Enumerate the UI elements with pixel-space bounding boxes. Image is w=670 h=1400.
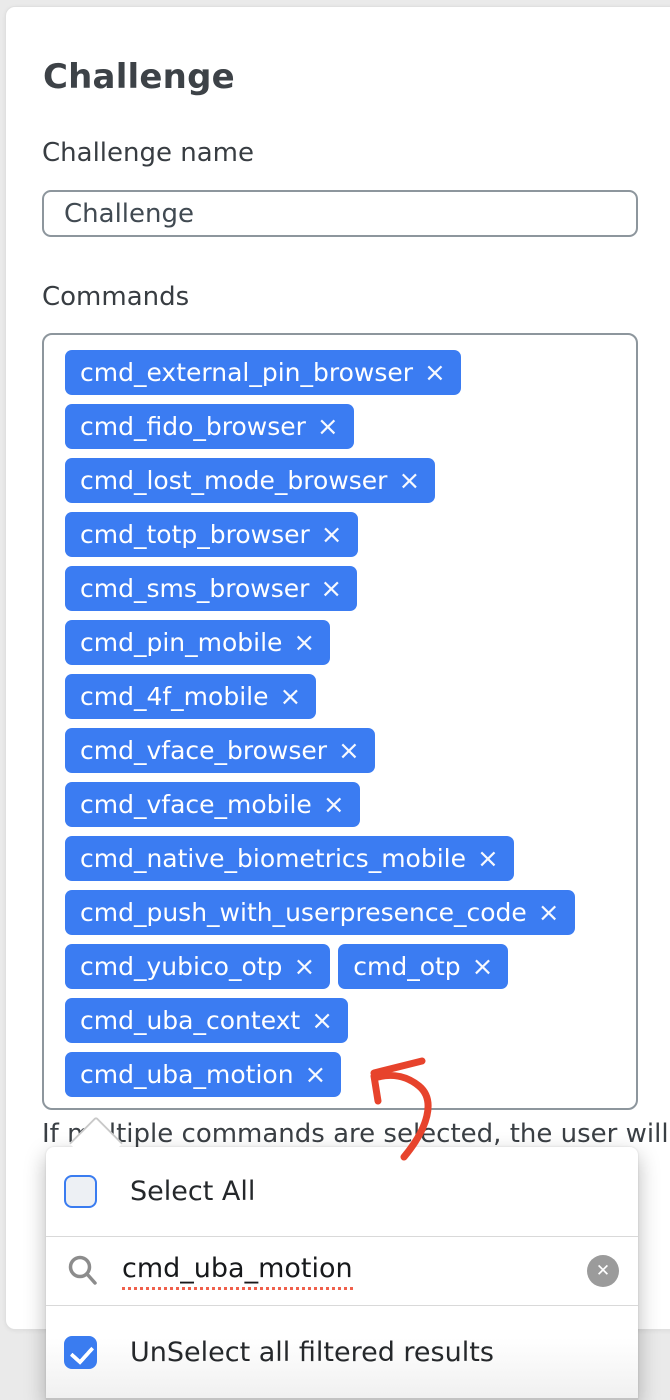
command-tag-label: cmd_fido_browser (80, 412, 306, 441)
command-tag-label: cmd_totp_browser (80, 520, 310, 549)
tag-row: cmd_native_biometrics_mobile × (65, 836, 624, 881)
command-tag: cmd_totp_browser × (65, 512, 358, 557)
command-tag: cmd_fido_browser × (65, 404, 354, 449)
command-tag: cmd_uba_context × (65, 998, 349, 1043)
select-all-checkbox[interactable] (64, 1175, 97, 1208)
remove-tag-icon[interactable]: × (311, 1005, 334, 1036)
tag-row: cmd_4f_mobile × (65, 674, 624, 719)
remove-tag-icon[interactable]: × (424, 357, 446, 388)
command-tag: cmd_lost_mode_browser × (65, 458, 436, 503)
remove-tag-icon[interactable]: × (320, 519, 343, 550)
command-tag-label: cmd_yubico_otp (80, 952, 283, 981)
remove-tag-icon[interactable]: × (293, 627, 316, 658)
remove-tag-icon[interactable]: × (293, 951, 316, 982)
challenge-name-input[interactable] (42, 190, 638, 237)
remove-tag-icon[interactable]: × (304, 1059, 327, 1090)
remove-tag-icon[interactable]: × (316, 411, 339, 442)
command-tag-label: cmd_uba_context (80, 1006, 301, 1035)
remove-tag-icon[interactable]: × (338, 735, 360, 766)
tag-row: cmd_totp_browser × (65, 512, 624, 557)
command-tag: cmd_sms_browser × (65, 566, 358, 611)
command-tag-label: cmd_native_biometrics_mobile (80, 844, 466, 873)
tag-row: cmd_vface_browser × (65, 728, 624, 773)
divider (46, 1305, 638, 1306)
select-all-label: Select All (130, 1176, 256, 1207)
tag-row: cmd_yubico_otp × cmd_otp × (65, 944, 624, 989)
tag-row: cmd_uba_motion × (65, 1052, 624, 1097)
tag-row: cmd_pin_mobile × (65, 620, 624, 665)
search-icon (68, 1255, 97, 1285)
unselect-filtered-row[interactable]: UnSelect all filtered results (46, 1306, 638, 1398)
commands-tag-rows: cmd_external_pin_browser×cmd_fido_browse… (65, 350, 624, 1097)
command-tag: cmd_native_biometrics_mobile × (65, 836, 514, 881)
remove-tag-icon[interactable]: × (537, 897, 560, 928)
command-tag-label: cmd_lost_mode_browser (80, 466, 388, 495)
command-tag: cmd_yubico_otp × (65, 944, 331, 989)
clear-icon: ✕ (595, 1261, 611, 1281)
page-title: Challenge (43, 56, 235, 97)
commands-label: Commands (42, 282, 190, 312)
unselect-filtered-checkbox[interactable] (64, 1335, 97, 1369)
tag-row: cmd_lost_mode_browser × (65, 458, 624, 503)
command-tag: cmd_pin_mobile × (65, 620, 331, 665)
remove-tag-icon[interactable]: × (477, 843, 499, 874)
command-tag-label: cmd_4f_mobile (80, 682, 269, 711)
filter-search-input[interactable]: cmd_uba_motion (122, 1253, 353, 1290)
commands-filter-dropdown: Select All cmd_uba_motion ✕ UnSelect all… (46, 1147, 638, 1400)
divider (46, 1236, 638, 1237)
command-tag-label: cmd_push_with_userpresence_code (80, 898, 527, 927)
command-tag-label: cmd_vface_mobile (80, 790, 312, 819)
search-row[interactable]: cmd_uba_motion ✕ (46, 1237, 638, 1305)
hand-drawn-arrow-annotation (370, 1057, 432, 1161)
tag-row: cmd_push_with_userpresence_code × (65, 890, 624, 935)
remove-tag-icon[interactable]: × (471, 951, 494, 982)
tag-row: cmd_fido_browser × (65, 404, 624, 449)
commands-multiselect[interactable]: cmd_external_pin_browser×cmd_fido_browse… (42, 333, 638, 1110)
command-tag-label: cmd_sms_browser (80, 574, 310, 603)
command-tag: cmd_4f_mobile × (65, 674, 317, 719)
command-tag: cmd_vface_mobile × (65, 782, 360, 827)
challenge-name-label: Challenge name (42, 138, 254, 168)
remove-tag-icon[interactable]: × (322, 789, 345, 820)
commands-help-text: If multiple commands are selected, the u… (42, 1119, 669, 1149)
clear-search-button[interactable]: ✕ (587, 1255, 619, 1287)
select-all-row[interactable]: Select All (46, 1147, 638, 1236)
tag-row: cmd_vface_mobile × (65, 782, 624, 827)
command-tag: cmd_otp × (338, 944, 509, 989)
command-tag-label: cmd_otp (353, 952, 461, 981)
command-tag: cmd_vface_browser × (65, 728, 375, 773)
command-tag-label: cmd_pin_mobile (80, 628, 283, 657)
remove-tag-icon[interactable]: × (320, 573, 343, 604)
tag-row: cmd_external_pin_browser × (65, 350, 624, 395)
tag-row: cmd_uba_context × (65, 998, 624, 1043)
command-tag-label: cmd_vface_browser (80, 736, 328, 765)
command-tag: cmd_external_pin_browser × (65, 350, 461, 395)
command-tag-label: cmd_external_pin_browser (80, 358, 414, 387)
unselect-filtered-label: UnSelect all filtered results (130, 1336, 494, 1368)
command-tag: cmd_uba_motion × (65, 1052, 342, 1097)
remove-tag-icon[interactable]: × (279, 681, 302, 712)
tag-row: cmd_sms_browser × (65, 566, 624, 611)
remove-tag-icon[interactable]: × (398, 465, 421, 496)
command-tag-label: cmd_uba_motion (80, 1060, 294, 1089)
command-tag: cmd_push_with_userpresence_code × (65, 890, 575, 935)
